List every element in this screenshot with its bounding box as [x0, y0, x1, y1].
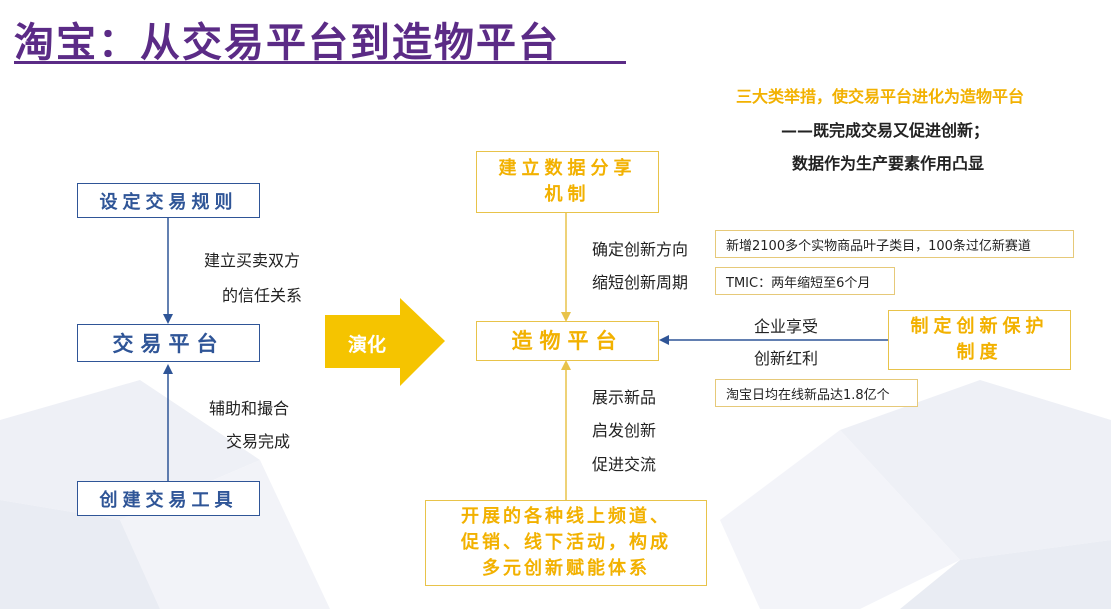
note-line-2: ——既完成交易又促进创新； [781, 121, 990, 140]
box-innovation-empowerment: 开展的各种线上频道、 促销、线下活动，构成 多元创新赋能体系 [425, 500, 707, 586]
label-enterprise-enjoy: 企业享受 [754, 317, 819, 336]
box-innovation-protection: 制定创新保护 制度 [888, 310, 1071, 370]
box-creation-platform: 造物平台 [476, 321, 659, 361]
box-create-trade-tools-label: 创建交易工具 [99, 489, 238, 511]
label-show-new: 展示新品 [592, 388, 657, 407]
box-create-trade-tools: 创建交易工具 [77, 481, 260, 516]
box-set-trade-rules: 设定交易规则 [77, 183, 260, 218]
detail-new-items-text: 淘宝日均在线新品达1.8亿个 [726, 387, 890, 403]
label-assist-trade-2: 交易完成 [226, 432, 291, 451]
box-innovation-empowerment-line-2: 促销、线下活动，构成 [461, 532, 671, 553]
label-shorten-cycle: 缩短创新周期 [592, 273, 689, 292]
label-build-trust-2: 的信任关系 [222, 286, 303, 305]
label-inspire: 启发创新 [592, 421, 657, 440]
detail-new-categories-text: 新增2100多个实物商品叶子类目，100条过亿新赛道 [726, 238, 1031, 254]
note-line-1: 三大类举措，使交易平台进化为造物平台 [736, 87, 1025, 106]
box-trade-platform-label: 交易平台 [112, 332, 225, 356]
note-line-3: 数据作为生产要素作用凸显 [792, 154, 985, 173]
box-data-sharing: 建立数据分享 机制 [476, 151, 659, 213]
label-assist-trade-1: 辅助和撮合 [209, 399, 290, 418]
box-data-sharing-line-2: 机制 [544, 184, 591, 205]
evolution-label: 演化 [348, 334, 387, 356]
box-innovation-protection-line-2: 制度 [956, 342, 1003, 363]
detail-new-categories: 新增2100多个实物商品叶子类目，100条过亿新赛道 [715, 230, 1074, 258]
detail-new-items: 淘宝日均在线新品达1.8亿个 [715, 379, 918, 407]
detail-tmic-text: TMIC：两年缩短至6个月 [726, 275, 871, 291]
detail-tmic: TMIC：两年缩短至6个月 [715, 267, 895, 295]
box-innovation-empowerment-line-3: 多元创新赋能体系 [482, 558, 650, 579]
label-promote-exchange: 促进交流 [592, 455, 657, 474]
box-innovation-protection-line-1: 制定创新保护 [910, 316, 1049, 337]
box-trade-platform: 交易平台 [77, 324, 260, 362]
title-underline [14, 61, 626, 64]
box-set-trade-rules-label: 设定交易规则 [99, 191, 238, 213]
box-innovation-empowerment-line-1: 开展的各种线上频道、 [461, 506, 671, 527]
label-build-trust-1: 建立买卖双方 [204, 251, 301, 270]
page-title: 淘宝：从交易平台到造物平台 [14, 20, 560, 66]
label-innovation-dividend: 创新红利 [754, 349, 819, 368]
label-innovation-direction: 确定创新方向 [592, 240, 689, 259]
evolution-arrow [325, 298, 445, 386]
box-data-sharing-line-1: 建立数据分享 [498, 158, 637, 179]
box-creation-platform-label: 造物平台 [511, 329, 624, 353]
